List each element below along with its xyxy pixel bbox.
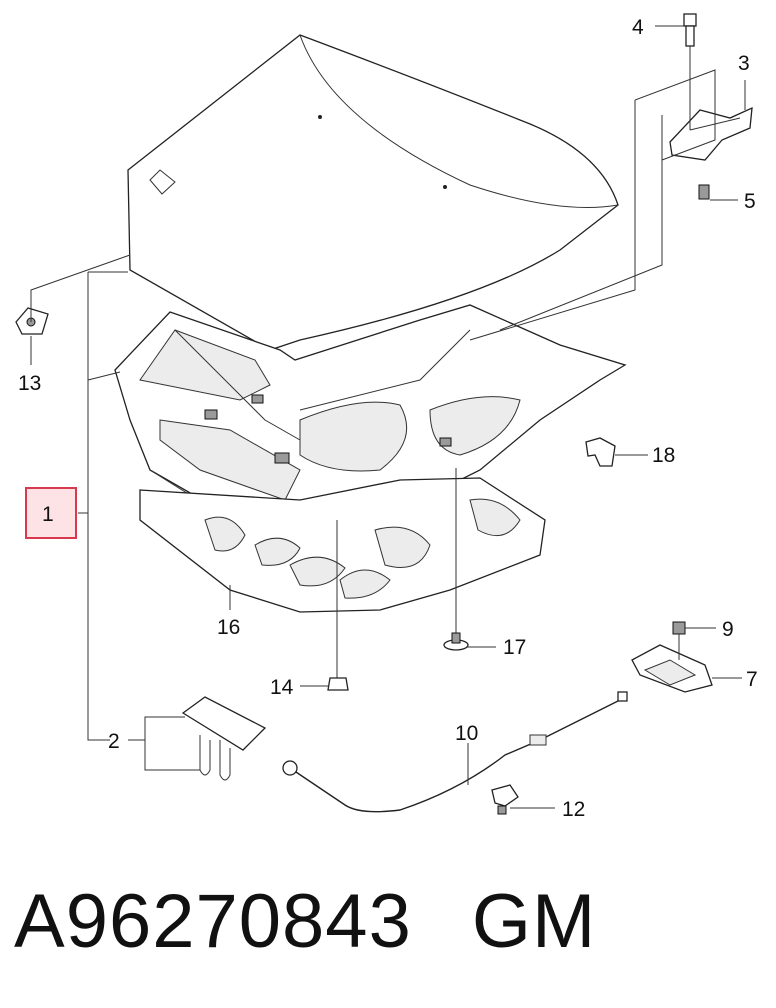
callout-9[interactable]: 9 — [722, 618, 734, 641]
hood-inner-panel — [114, 304, 627, 536]
hood-hinge-assembly — [469, 13, 753, 341]
hood-release-cable-part-10 — [282, 691, 628, 813]
hood-bumper-part-18 — [585, 437, 616, 467]
callout-12[interactable]: 12 — [562, 798, 585, 821]
hood-grommet-part-12 — [491, 784, 519, 815]
hood-clip-part-13 — [15, 254, 131, 335]
hood-fastener-part-14 — [327, 520, 349, 691]
brand-name: GM — [471, 879, 597, 964]
hood-outer-skin — [127, 34, 619, 351]
callout-5[interactable]: 5 — [744, 190, 756, 213]
group-bracket-part-1 — [78, 271, 200, 771]
callout-2[interactable]: 2 — [108, 730, 120, 753]
callout-17[interactable]: 17 — [503, 636, 526, 659]
callout-14[interactable]: 14 — [270, 676, 294, 699]
part-number: A96270843 — [14, 879, 412, 964]
hood-pushpin-part-17 — [443, 468, 469, 651]
highlight-box-part-1 — [25, 487, 77, 539]
hood-insulator-pad — [139, 477, 546, 613]
callout-13[interactable]: 13 — [18, 372, 41, 395]
callout-3[interactable]: 3 — [738, 52, 750, 75]
callout-16[interactable]: 16 — [217, 616, 240, 639]
callout-10[interactable]: 10 — [455, 722, 478, 745]
callout-18[interactable]: 18 — [652, 444, 675, 467]
footer-caption: A96270843 GM — [14, 878, 754, 988]
leader-lines — [30, 25, 746, 809]
callout-4[interactable]: 4 — [632, 16, 644, 39]
hood-striker-part-2 — [181, 696, 267, 781]
callout-1[interactable]: 1 — [42, 503, 54, 526]
hood-latch-part-7 — [631, 621, 713, 693]
callout-7[interactable]: 7 — [746, 668, 758, 691]
